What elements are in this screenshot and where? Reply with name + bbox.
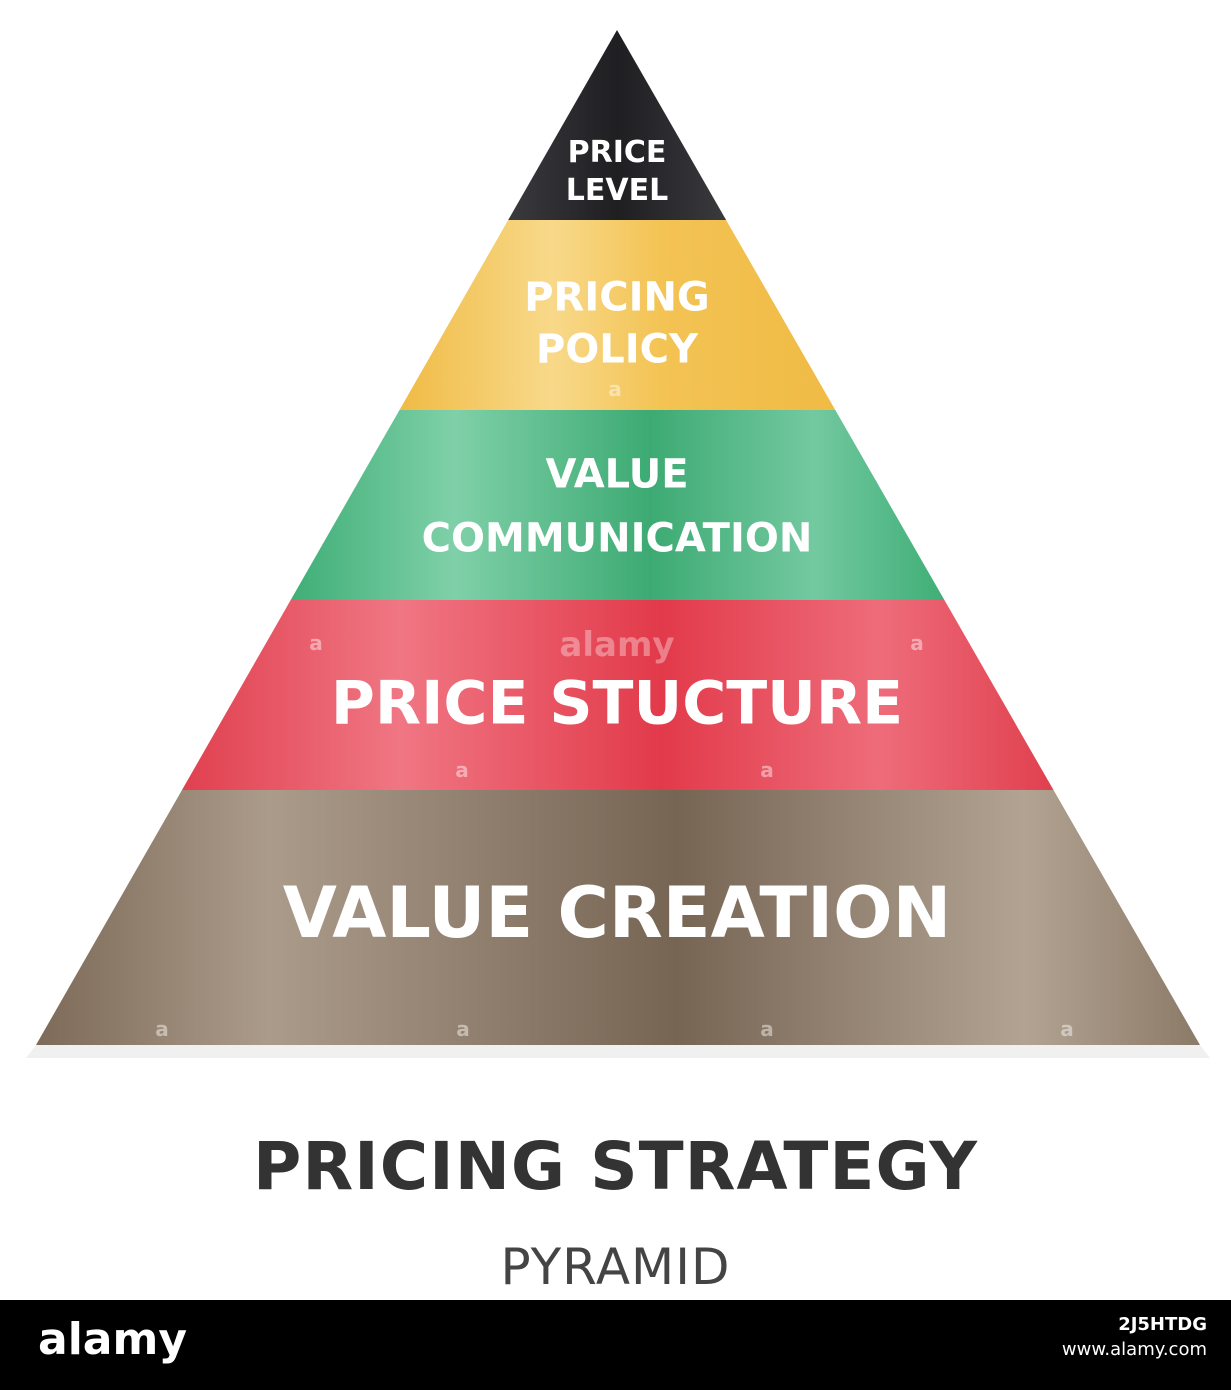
tier-price-level — [508, 30, 727, 220]
pyramid-tiers — [36, 30, 1200, 1045]
svg-text:a: a — [455, 758, 469, 782]
tier-value-communication-label-line: VALUE — [545, 451, 688, 497]
caption-subtitle: PYRAMID — [500, 1238, 731, 1296]
alamy-logo: alamy — [38, 1314, 187, 1365]
image-id: 2J5HTDG — [1118, 1314, 1207, 1335]
svg-text:a: a — [1060, 1017, 1074, 1041]
tier-price-structure-label-line: PRICE STUCTURE — [331, 669, 903, 739]
svg-text:a: a — [309, 631, 323, 655]
tier-value-creation-label-line: VALUE CREATION — [283, 872, 951, 954]
svg-text:a: a — [456, 1017, 470, 1041]
svg-text:a: a — [155, 1017, 169, 1041]
tier-pricing-policy-label-line: PRICING — [524, 274, 710, 320]
svg-text:a: a — [760, 1017, 774, 1041]
tier-price-level-label-line: LEVEL — [566, 173, 668, 208]
tier-value-communication-label-line: COMMUNICATION — [422, 515, 813, 561]
tier-pricing-policy-label-line: POLICY — [536, 326, 699, 372]
svg-text:a: a — [760, 758, 774, 782]
site-url: www.alamy.com — [1061, 1339, 1207, 1360]
watermark-logo: alamy — [559, 625, 674, 665]
footer-bar: alamy 2J5HTDG www.alamy.com — [0, 1300, 1231, 1390]
svg-text:a: a — [910, 631, 924, 655]
tier-value-communication — [290, 410, 945, 600]
tier-price-level-label-line: PRICE — [568, 135, 667, 170]
footer-image-info: 2J5HTDG www.alamy.com — [1062, 1314, 1207, 1360]
watermark-marks: a a a a a a a a a alamy — [155, 377, 1074, 1041]
tier-value-creation — [36, 790, 1200, 1045]
tier-pricing-policy — [399, 220, 836, 410]
svg-text:a: a — [608, 377, 622, 401]
caption-title: PRICING STRATEGY — [252, 1128, 979, 1205]
tier-price-structure — [182, 600, 1054, 790]
